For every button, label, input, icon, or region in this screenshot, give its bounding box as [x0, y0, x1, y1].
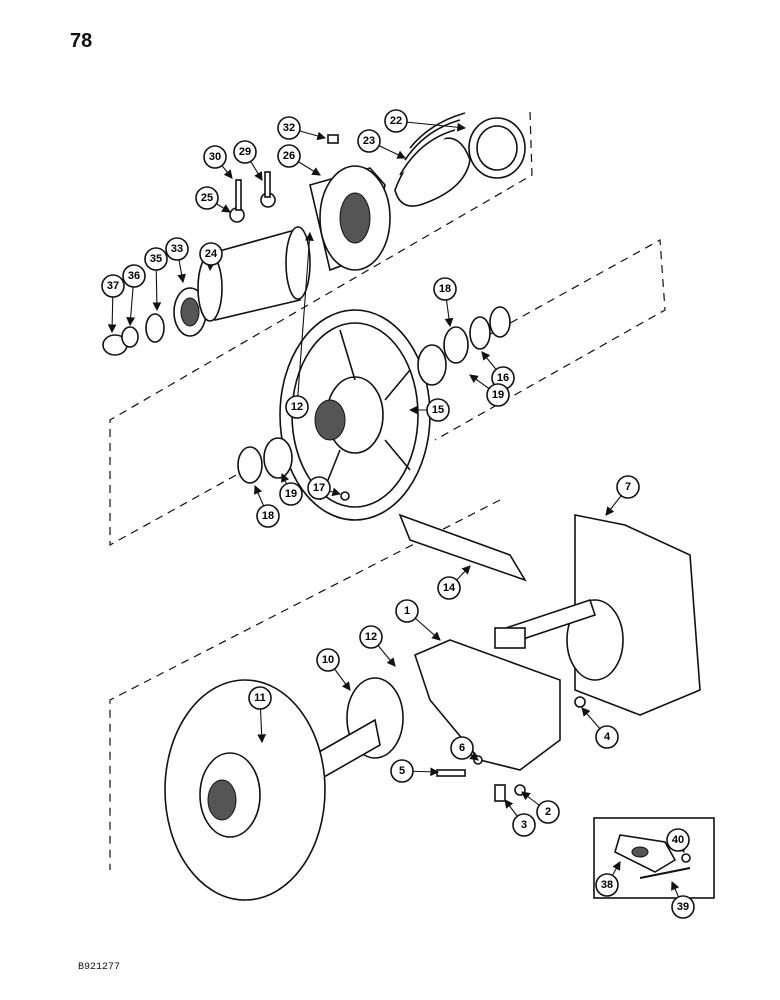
- callout-38: 38: [595, 861, 621, 897]
- drive-key: [398, 513, 527, 582]
- callout-15: 15: [408, 398, 450, 422]
- callout-2: 2: [521, 791, 560, 824]
- gearbox-icon: [494, 514, 701, 716]
- callout-17: 17: [307, 476, 342, 500]
- callout-label: 16: [497, 372, 509, 384]
- callout-3: 3: [504, 799, 536, 837]
- callout-24: 24: [199, 242, 223, 272]
- callout-1: 1: [395, 599, 441, 641]
- callout-23: 23: [357, 129, 406, 159]
- callout-label: 23: [363, 135, 375, 147]
- callout-39: 39: [671, 880, 695, 919]
- callout-14: 14: [437, 565, 471, 600]
- callout-label: 22: [390, 115, 402, 127]
- callout-10: 10: [316, 648, 351, 691]
- callout-label: 24: [205, 248, 218, 260]
- callout-label: 15: [432, 404, 444, 416]
- callout-label: 1: [404, 605, 410, 617]
- callout-label: 33: [171, 243, 183, 255]
- callout-36: 36: [122, 264, 146, 327]
- callout-7: 7: [605, 475, 640, 516]
- callout-label: 38: [601, 879, 613, 891]
- page-number: 78: [70, 30, 93, 52]
- leader-line: [296, 231, 314, 408]
- callout-26: 26: [277, 144, 321, 176]
- callout-40: 40: [666, 828, 690, 853]
- callout-label: 6: [459, 742, 465, 754]
- callout-12: 12: [285, 231, 314, 419]
- callout-label: 26: [283, 150, 295, 162]
- callout-label: 32: [283, 122, 295, 134]
- callout-label: 37: [107, 280, 119, 292]
- callout-label: 5: [399, 765, 405, 777]
- callout-label: 36: [128, 270, 140, 282]
- callout-label: 25: [201, 192, 213, 204]
- callout-label: 2: [545, 806, 551, 818]
- callout-30: 30: [203, 145, 233, 179]
- callout-label: 19: [492, 389, 504, 401]
- callout-label: 4: [604, 731, 611, 743]
- callout-label: 39: [677, 901, 689, 913]
- callout-label: 40: [672, 834, 684, 846]
- callout-5: 5: [390, 759, 440, 783]
- callout-4: 4: [581, 707, 619, 749]
- callout-18: 18: [433, 277, 457, 328]
- callout-19: 19: [469, 374, 510, 407]
- callout-label: 30: [209, 151, 221, 163]
- callout-19: 19: [279, 472, 303, 506]
- callout-label: 11: [254, 692, 266, 704]
- callout-18: 18: [254, 484, 280, 528]
- callout-29: 29: [233, 140, 263, 181]
- callout-label: 12: [291, 401, 303, 413]
- callout-label: 14: [443, 582, 456, 594]
- callout-label: 3: [521, 819, 527, 831]
- callout-label: 10: [322, 654, 334, 666]
- callout-label: 18: [439, 283, 451, 295]
- callout-label: 29: [239, 146, 251, 158]
- assembly-outline: [109, 111, 666, 870]
- callout-12: 12: [359, 625, 396, 667]
- callout-37: 37: [101, 274, 125, 334]
- callout-32: 32: [277, 116, 327, 141]
- callout-layer: 1234567101112121415161718181919222324252…: [101, 109, 695, 919]
- callout-label: 35: [150, 253, 162, 265]
- callout-label: 12: [365, 631, 377, 643]
- callout-33: 33: [165, 237, 189, 284]
- figure-code: B921277: [78, 962, 121, 973]
- upper-parts-group: [102, 112, 526, 356]
- callout-label: 7: [625, 481, 631, 493]
- coil-spring-icon: [394, 112, 471, 207]
- callout-6: 6: [450, 736, 479, 761]
- callout-label: 19: [285, 488, 297, 500]
- callout-22: 22: [384, 109, 467, 133]
- bearing-group: [237, 306, 511, 501]
- callout-35: 35: [144, 247, 168, 312]
- callout-25: 25: [195, 186, 231, 213]
- callout-label: 17: [313, 482, 325, 494]
- callout-11: 11: [248, 686, 272, 744]
- lower-parts-group: [164, 639, 586, 901]
- callout-label: 18: [262, 510, 274, 522]
